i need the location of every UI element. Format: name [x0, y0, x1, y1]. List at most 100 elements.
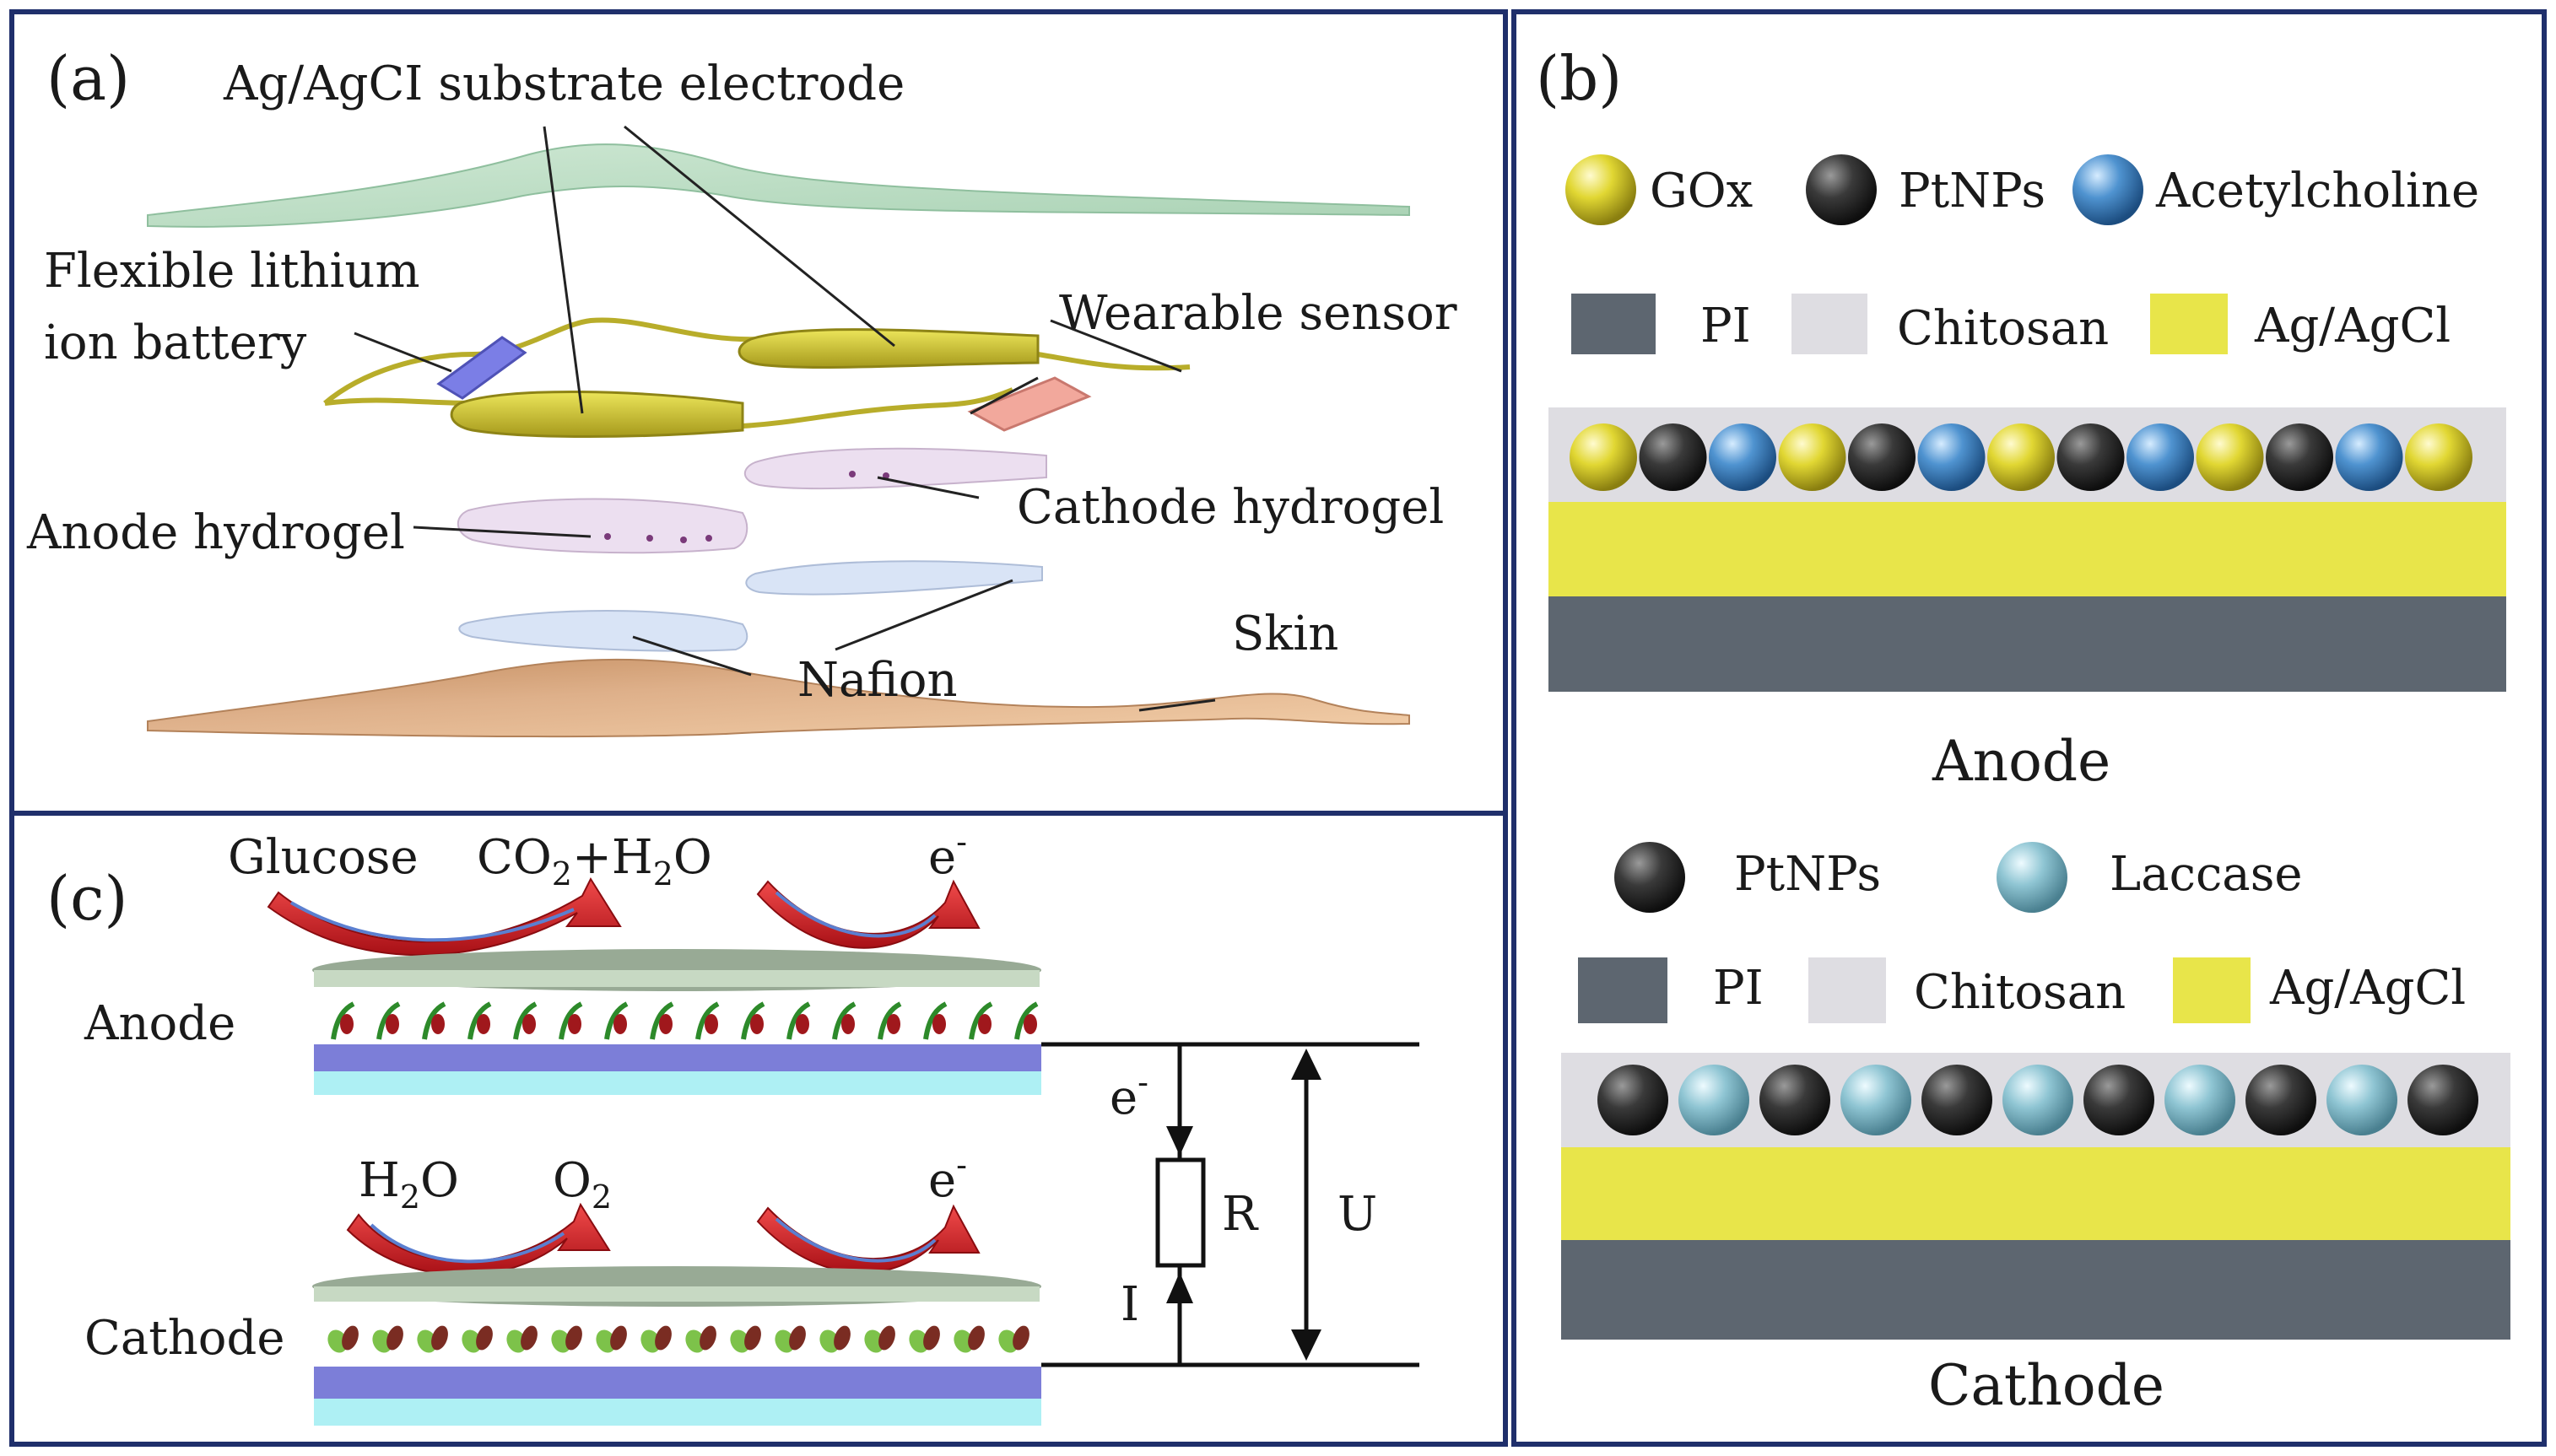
- gox-bead: [2405, 423, 2472, 491]
- cathode-pi-layer: [1561, 1240, 2510, 1340]
- enzyme-green-lobe: [327, 1329, 348, 1353]
- anode-cyan-layer: [314, 1071, 1041, 1095]
- panel-frames: [9, 9, 2547, 1447]
- anode-pi-layer: [1548, 596, 2506, 692]
- enzyme-green-lobe: [998, 1329, 1019, 1353]
- anode-enzyme: [650, 1001, 674, 1040]
- gold-wiring: [323, 317, 1191, 429]
- enzyme-green-lobe: [909, 1329, 929, 1353]
- legend-laccase-label: Laccase: [2110, 847, 2303, 902]
- cathode-layer-legend: PI Chitosan Ag/AgCl: [1578, 957, 2466, 1023]
- frame-panel-b: [1511, 9, 2547, 1447]
- cathode-enzyme: [327, 1325, 359, 1353]
- anode-arrow-right: [756, 879, 981, 949]
- anode-arrow-left: [267, 876, 622, 957]
- cathode-enzyme: [864, 1325, 895, 1353]
- enzyme-drop: [568, 1014, 581, 1034]
- ptnp-bead: [2056, 423, 2125, 491]
- cathode-enzyme: [730, 1325, 761, 1353]
- ptnp-bead: [1921, 1065, 1992, 1135]
- enzyme-drop: [978, 1014, 992, 1034]
- cathode-enzyme: [506, 1325, 538, 1353]
- legend-cathode-pi-swatch: [1578, 957, 1667, 1023]
- substrate-label: Ag/AgCI substrate electrode: [223, 57, 905, 111]
- ptnp-bead: [2083, 1065, 2154, 1135]
- enzyme-green-lobe: [954, 1329, 974, 1353]
- enzyme-green-lobe: [551, 1329, 571, 1353]
- enzyme-green-lobe: [685, 1329, 705, 1353]
- laccase-bead: [1678, 1065, 1749, 1135]
- anode-enzyme: [969, 1001, 993, 1040]
- enzyme-brown-lobe: [1013, 1325, 1029, 1351]
- anode-enzyme: [741, 1001, 765, 1040]
- anode-side-label: Anode: [84, 996, 235, 1051]
- panel-c: (c) Glucose CO2+H2O e- Anode H2O O2 e-: [46, 823, 1419, 1426]
- external-circuit: [1041, 1042, 1419, 1367]
- enzyme-stem: [331, 1001, 355, 1040]
- panel-a-letter: (a): [46, 43, 130, 114]
- enzyme-stem: [376, 1001, 401, 1040]
- anode-blue-layer: [314, 1044, 1041, 1071]
- gold-electrode-upper: [738, 328, 1040, 369]
- anode-enzyme: [422, 1001, 446, 1040]
- enzyme-stem: [467, 1001, 492, 1040]
- enzyme-drop: [796, 1014, 809, 1034]
- gox-bead: [1987, 423, 2055, 491]
- cathode-arrow-left-inner: [370, 1223, 565, 1264]
- legend-cathode-agagcl-label: Ag/AgCl: [2269, 961, 2466, 1016]
- enzyme-brown-lobe: [789, 1325, 806, 1351]
- enzyme-drop: [932, 1014, 946, 1034]
- legend-chitosan-label: Chitosan: [1897, 301, 2109, 356]
- frame-panel-c: [9, 811, 1508, 1447]
- enzyme-brown-lobe: [834, 1325, 851, 1351]
- enzyme-stem: [832, 1001, 857, 1040]
- anode-enzyme: [467, 1001, 492, 1040]
- anode-layer-legend: PI Chitosan Ag/AgCl: [1571, 294, 2451, 356]
- cathode-enzyme: [685, 1325, 716, 1353]
- h2o-label: H2O: [359, 1153, 459, 1216]
- panel-b: (b) GOx PtNPs Acetylcholine PI Chitosan …: [1536, 43, 2510, 1418]
- anode-arrow-right-inner: [775, 891, 937, 938]
- cathode-electron-label: e-: [928, 1146, 967, 1208]
- enzyme-green-lobe: [864, 1329, 884, 1353]
- legend-pi-swatch: [1571, 294, 1656, 354]
- cathode-arrow-right-inner: [775, 1217, 937, 1263]
- gox-bead: [1778, 423, 1846, 491]
- laccase-bead: [2326, 1065, 2397, 1135]
- legend-cathode-ptnps-label: PtNPs: [1734, 847, 1881, 902]
- nafion-label: Nafion: [797, 653, 958, 708]
- anode-hydrogel-label: Anode hydrogel: [26, 505, 405, 560]
- laccase-bead: [1840, 1065, 1911, 1135]
- anode-enzyme: [331, 1001, 355, 1040]
- ptnp-bead: [1639, 423, 1707, 491]
- acetylcholine-bead: [2335, 423, 2403, 491]
- enzyme-brown-lobe: [923, 1325, 940, 1351]
- legend-pi-label: PI: [1700, 299, 1751, 353]
- enzyme-stem: [604, 1001, 629, 1040]
- cathode-reaction-arrows: [346, 1202, 981, 1276]
- enzyme-drop: [477, 1014, 490, 1034]
- enzyme-green-lobe: [819, 1329, 840, 1353]
- enzyme-brown-lobe: [431, 1325, 448, 1351]
- substrate-sheet: [147, 143, 1410, 228]
- battery-label-line2: ion battery: [44, 315, 307, 370]
- cathode-hydrogel-shape: [743, 447, 1047, 490]
- legend-cathode-chitosan-swatch: [1808, 957, 1886, 1023]
- skin-sheet: [147, 658, 1410, 737]
- enzyme-brown-lobe: [386, 1325, 403, 1351]
- cathode-enzyme: [372, 1325, 403, 1353]
- cathode-hydrogel-label: Cathode hydrogel: [1017, 480, 1444, 535]
- hydrogel-dots: [604, 471, 889, 543]
- cathode-green-band: [314, 1286, 1040, 1302]
- legend-laccase-icon: [1997, 842, 2067, 913]
- anode-stack: [1548, 407, 2506, 692]
- battery-block: [436, 336, 527, 400]
- anode-enzyme: [786, 1001, 811, 1040]
- enzyme-stem: [1014, 1001, 1039, 1040]
- enzyme-brown-lobe: [655, 1325, 672, 1351]
- enzyme-brown-lobe: [521, 1325, 538, 1351]
- enzyme-drop: [613, 1014, 627, 1034]
- anode-arrow-left-inner: [289, 901, 575, 942]
- legend-acetylcholine-icon: [2072, 154, 2143, 225]
- nafion-upper-shape: [745, 560, 1043, 596]
